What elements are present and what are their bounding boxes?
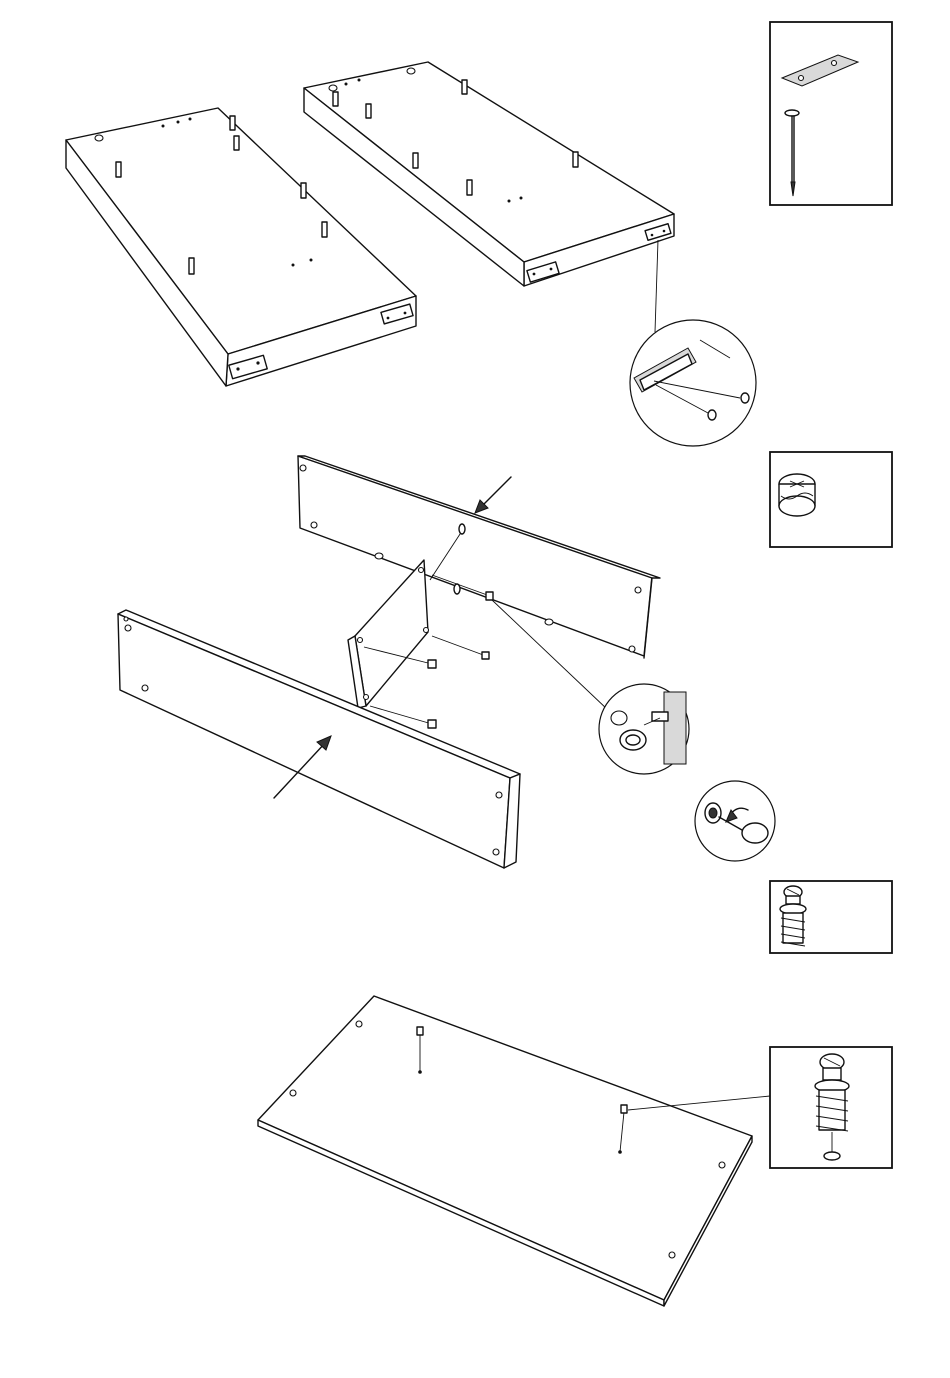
cam-lock-detail-callout bbox=[599, 684, 689, 774]
connector-plate-nail-part-box bbox=[770, 22, 892, 205]
nail-detail-callout bbox=[630, 320, 756, 446]
front-panel bbox=[118, 610, 520, 868]
back-panel bbox=[298, 456, 660, 658]
cam-bolt-part-box bbox=[770, 881, 892, 953]
screwdriver-detail-callout bbox=[695, 781, 775, 861]
push-arrow-icon bbox=[475, 477, 511, 513]
side-panel bbox=[348, 560, 429, 708]
cam-bolt-part-box bbox=[770, 1047, 892, 1168]
cam-lock-icon bbox=[779, 474, 815, 516]
cam-lock-part-box bbox=[770, 452, 892, 547]
base-panel bbox=[258, 996, 752, 1306]
